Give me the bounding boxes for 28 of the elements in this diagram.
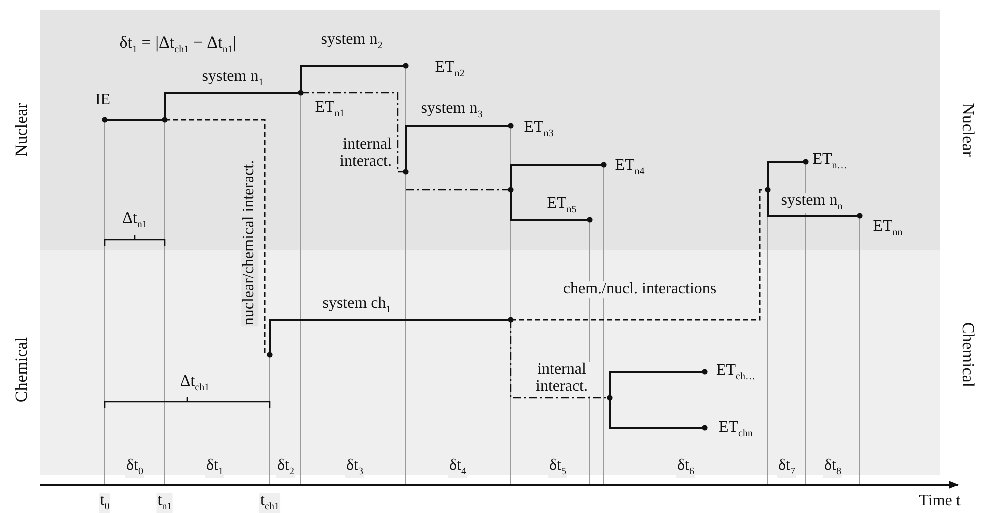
interval-label: δt$_{1}$: [206, 458, 224, 478]
interval-label: δt$_{0}$: [126, 458, 144, 478]
lane-label: Nuclear: [13, 102, 31, 158]
interval-label: δt$_{3}$: [346, 458, 364, 478]
interval-label: δt$_{8}$: [824, 458, 842, 478]
axis-title: Time t: [918, 494, 962, 510]
time-tick-label: t$_{0}$: [99, 493, 111, 513]
time-tick-label: t$_{n1}$: [156, 493, 174, 513]
event-label: ET$_{n…}$: [812, 152, 848, 172]
event-label: ET$_{n5}$: [546, 196, 578, 216]
annotation-label: chem./nucl. interactions: [562, 282, 718, 298]
lane-label: Chemical: [13, 336, 31, 404]
lane-label: Chemical: [959, 321, 977, 389]
event-label: ET$_{chn}$: [718, 420, 754, 440]
interval-label: δt$_{7}$: [778, 458, 796, 478]
annotation-label: nuclear/chemical interact.: [242, 159, 258, 327]
system-label: system n$_{n}$: [780, 193, 844, 213]
event-label: ET$_{n3}$: [523, 120, 555, 140]
interval-label: δt$_{2}$: [276, 458, 296, 478]
interval-label: Δt$_{ch1}$: [179, 374, 211, 394]
event-label: ET$_{ch…}$: [716, 363, 756, 383]
interval-label: δt$_{6}$: [676, 458, 696, 478]
interval-label: δt$_{5}$: [548, 458, 568, 478]
time-tick-label: t$_{ch1}$: [260, 493, 280, 513]
system-label: system n$_{3}$: [420, 101, 484, 121]
interval-label: δt$_{4}$: [448, 458, 468, 478]
lane-label: Nuclear: [959, 102, 977, 158]
formula-text: δt$_{1}$ = |Δt$_{ch1}$ − Δt$_{n1}$|: [118, 34, 238, 56]
